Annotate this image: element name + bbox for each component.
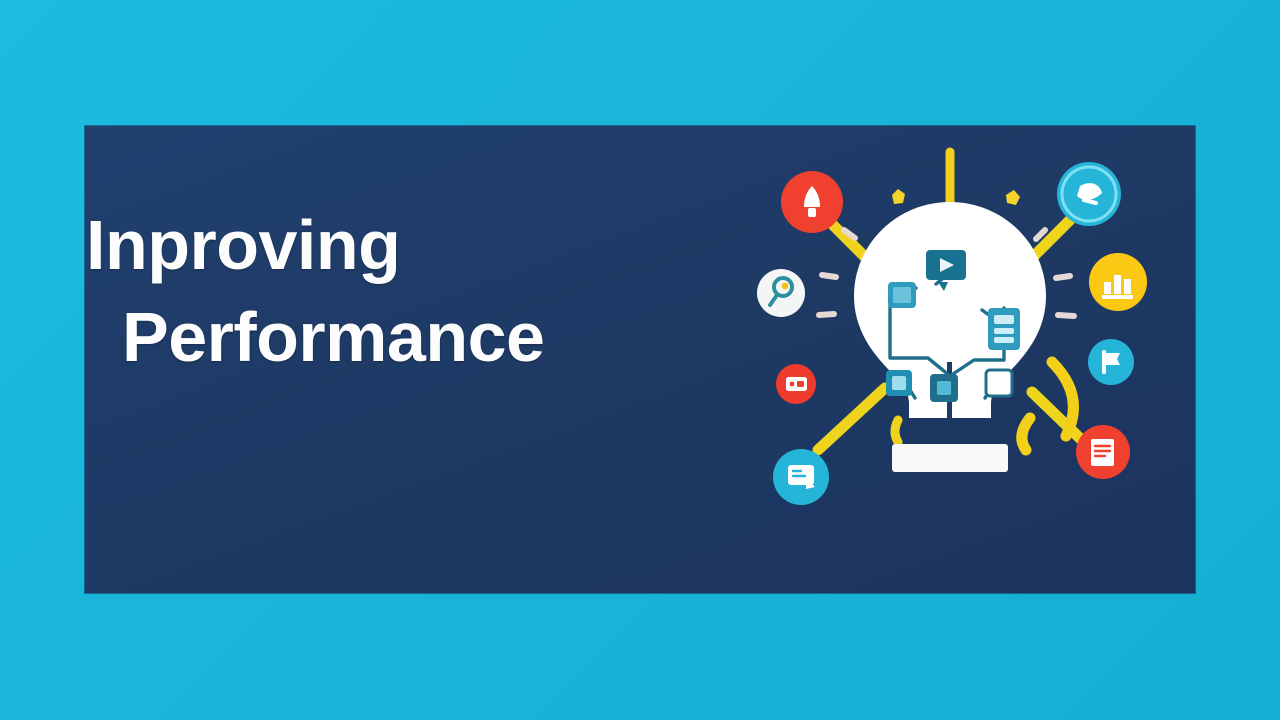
dash-rays	[816, 227, 1077, 319]
page-title: Inproving Performance	[86, 199, 686, 384]
circuit-nodes	[886, 250, 1020, 402]
lightbulb	[854, 202, 1046, 472]
presentation-icon[interactable]	[773, 449, 829, 505]
spark-dots	[892, 189, 1020, 205]
flag-icon[interactable]	[1088, 339, 1134, 385]
bar-chart-icon[interactable]	[1089, 253, 1147, 311]
report-icon[interactable]	[1076, 425, 1130, 479]
bulb-glass	[854, 202, 1046, 418]
calculator-icon[interactable]	[776, 364, 816, 404]
idea-lightbulb-network-illustration	[740, 130, 1160, 530]
magnifier-icon[interactable]	[757, 269, 805, 317]
headline-line-1: Inproving	[86, 205, 401, 284]
rocket-icon[interactable]	[781, 171, 843, 233]
search-idea-icon[interactable]	[1057, 162, 1121, 226]
headline-line-2: Performance	[122, 298, 545, 377]
bulb-base-plate	[892, 444, 1008, 472]
